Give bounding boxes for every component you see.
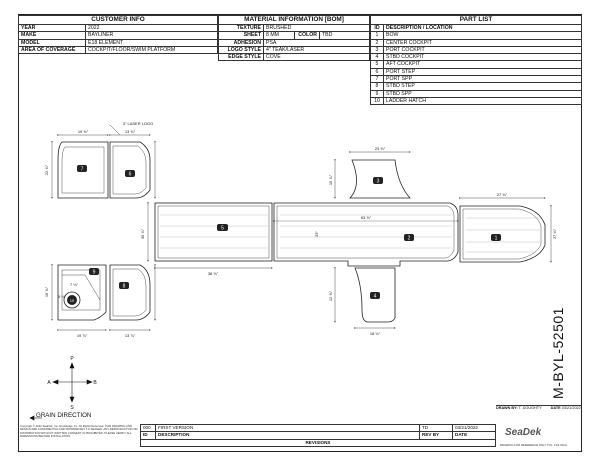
dim-text: 19 ⅝" bbox=[78, 129, 89, 134]
dim-text: 19 ⅝" bbox=[44, 286, 49, 297]
part-desc: LADDER HATCH bbox=[383, 96, 582, 106]
part-desc: PORT COCKPIT bbox=[383, 45, 582, 55]
part-6-shape bbox=[109, 141, 151, 199]
part-8-shape bbox=[109, 264, 151, 321]
part-2-shape bbox=[273, 202, 459, 267]
customer-value: E18 ELEMENT bbox=[85, 38, 218, 47]
part-label-8: 8 bbox=[123, 284, 126, 290]
dim-text: 12 ⅜" bbox=[328, 290, 333, 301]
drawn-by: DRAWN BY: T. DOUGHTY DATE 03/21/2022 bbox=[496, 405, 582, 416]
grain-direction-label: GRAIN DIRECTION bbox=[36, 412, 92, 419]
dim-text: 5 ⅛" bbox=[58, 294, 67, 299]
revisions-title: REVISIONS bbox=[140, 438, 496, 447]
dim-text: 23 ⅝" bbox=[375, 146, 386, 151]
revision-desc-label: DESCRIPTION bbox=[155, 431, 420, 440]
material-value: TBD bbox=[319, 31, 370, 40]
compass-b: B bbox=[93, 380, 97, 386]
dim-text: 18 ⅛" bbox=[370, 331, 381, 336]
dim-text: 33" bbox=[314, 230, 319, 236]
part-label-9: 9 bbox=[93, 270, 96, 276]
part-label-1: 1 bbox=[495, 236, 498, 242]
part-9-shape bbox=[57, 264, 107, 321]
revision-by-label: REV BY bbox=[419, 431, 453, 440]
part-desc: STBD COCKPIT bbox=[383, 53, 582, 62]
part-label-4: 4 bbox=[374, 294, 377, 300]
revision-desc: FIRST VERSION bbox=[155, 423, 420, 433]
part-label-10: 10 bbox=[70, 298, 75, 303]
dim-text: 30 ⅛" bbox=[140, 228, 145, 239]
part-label-5: 5 bbox=[221, 226, 224, 232]
dim-text: 13 ⅝" bbox=[125, 129, 136, 134]
customer-value: BAYLINER bbox=[85, 31, 218, 40]
part-number: M-BYL-52501 bbox=[548, 285, 568, 425]
compass-a: A bbox=[47, 380, 51, 386]
material-value: 4" TEAK/LASER bbox=[263, 45, 370, 55]
part-3-shape bbox=[349, 159, 411, 199]
drawing-sheet bbox=[18, 14, 582, 452]
part-label-6: 6 bbox=[129, 172, 132, 178]
part-label-7: 7 bbox=[81, 167, 84, 173]
customer-value: COCKPIT/FLOOR/SWIM PLATFORM bbox=[85, 45, 218, 55]
drawn-date-value: 03/21/2022 bbox=[561, 406, 581, 410]
copyright-note: Copyright © 2022 SeaDek, Inc. Rockledge,… bbox=[20, 424, 138, 439]
part-1-shape bbox=[459, 205, 546, 263]
drawn-by-value: T. DOUGHTY bbox=[518, 406, 542, 410]
dim-text: 7 ⅛" bbox=[70, 282, 79, 287]
part-4-shape bbox=[354, 267, 396, 323]
part-10-shape bbox=[63, 291, 81, 309]
dim-text: 15 ⅞" bbox=[328, 174, 333, 185]
material-value: COVE bbox=[263, 53, 370, 62]
revision-id-label: ID bbox=[140, 431, 156, 440]
reference-note: DRAWING FOR REFERENCE ONLY TOL. ±1/2 INC… bbox=[500, 443, 567, 447]
drawn-date-label: DATE bbox=[550, 406, 561, 410]
seadek-logo: SeaDek bbox=[505, 427, 542, 438]
drawn-by-label: DRAWN BY: bbox=[496, 406, 518, 410]
revision-id: 000 bbox=[140, 423, 156, 433]
compass-s: S bbox=[70, 405, 74, 411]
revision-date-label: DATE bbox=[452, 431, 496, 440]
revision-date: 03/21/2022 bbox=[452, 423, 496, 433]
part-5-shape bbox=[154, 202, 273, 262]
part-label-2: 2 bbox=[408, 236, 411, 242]
part-7-shape bbox=[57, 141, 109, 199]
dim-text: 27 ⅜" bbox=[497, 192, 508, 197]
dim-text: 19 ⅞" bbox=[77, 333, 88, 338]
dim-text: 63 ⅝" bbox=[361, 215, 372, 220]
revision-by: TD bbox=[419, 423, 453, 433]
part-desc: BOW bbox=[383, 31, 582, 40]
logo-callout: 3" LASER LOGO bbox=[123, 121, 154, 126]
part-label-3: 3 bbox=[377, 179, 380, 185]
dim-text: 13 ⅞" bbox=[125, 333, 136, 338]
dim-text: 27 ⅝" bbox=[552, 228, 557, 239]
material-value: PSA bbox=[263, 38, 370, 47]
part-number-text: M-BYL-52501 bbox=[550, 307, 566, 399]
part-desc: CENTER COCKPIT bbox=[383, 38, 582, 47]
compass-p: P bbox=[70, 356, 74, 362]
dim-text: 22 ⅞" bbox=[44, 164, 49, 175]
dim-text: 38 ⅝" bbox=[208, 271, 219, 276]
